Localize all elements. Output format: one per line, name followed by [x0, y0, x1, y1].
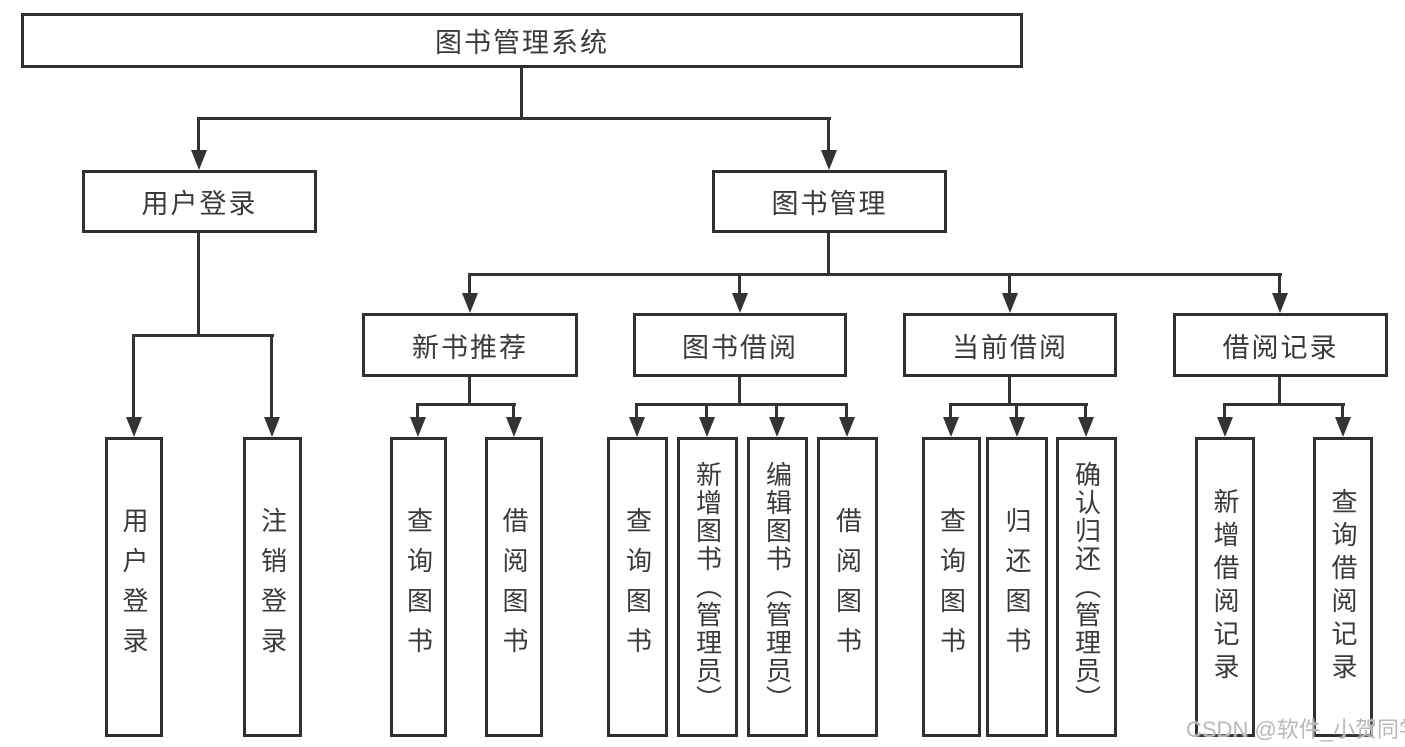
arrowhead-D2 [1335, 417, 1351, 437]
node-book-management: 图书管理 [712, 170, 947, 233]
leaf-return-books: 归还图书 [986, 437, 1048, 737]
node-label: 图书管理系统 [435, 28, 609, 58]
connector-groupB-trunk [738, 377, 741, 405]
connector-stem-D1 [1223, 403, 1226, 419]
leaf-query-borrow-record: 查询借阅记录 [1313, 437, 1373, 737]
connector-userlogin-trunk [197, 233, 200, 336]
arrowhead-B1 [629, 417, 645, 437]
connector-groupA-trunk [468, 377, 471, 405]
leaf-user-login: 用户登录 [105, 437, 163, 737]
arrowhead-C1 [943, 417, 959, 437]
arrowhead-new-book [462, 293, 478, 313]
connector-root-branch [197, 117, 831, 120]
node-label: 借阅记录 [1222, 332, 1339, 363]
leaf-borrow-books-recommend: 借阅图书 [485, 437, 543, 737]
leaf-label: 新增图书（管理员） [692, 461, 723, 713]
connector-bookmgmt-branch [468, 273, 1282, 276]
connector-stem-new-book [468, 273, 471, 297]
arrowhead-D1 [1217, 417, 1233, 437]
arrowhead-login-leaf [126, 417, 142, 437]
node-label: 新书推荐 [412, 332, 528, 363]
leaf-label: 确认归还（管理员） [1071, 461, 1102, 713]
connector-stem-B3 [775, 403, 778, 419]
arrowhead-C2 [1009, 417, 1025, 437]
connector-stem-book-borrow [738, 273, 741, 297]
connector-stem-borrow-records [1278, 273, 1281, 297]
connector-stem-B1 [635, 403, 638, 419]
leaf-borrow-books: 借阅图书 [817, 437, 878, 737]
node-borrowing-records: 借阅记录 [1173, 313, 1388, 377]
arrowhead-C3 [1078, 417, 1094, 437]
arrowhead-B4 [839, 417, 855, 437]
connector-stem-A2 [512, 403, 515, 419]
leaf-logout: 注销登录 [243, 437, 302, 737]
connector-groupB-branch [635, 403, 848, 406]
arrowhead-current-borrow [1002, 293, 1018, 313]
connector-stem-A1 [416, 403, 419, 419]
connector-bookmgmt-trunk [827, 233, 830, 276]
connector-groupC-trunk [1008, 377, 1011, 405]
connector-groupA-branch [416, 403, 516, 406]
connector-root-trunk [520, 67, 523, 120]
node-new-book-recommendation: 新书推荐 [362, 313, 578, 377]
connector-stem-C3 [1084, 403, 1087, 419]
node-current-borrowing: 当前借阅 [903, 313, 1117, 377]
leaf-add-books-admin: 新增图书（管理员） [677, 437, 738, 737]
node-label: 图书管理 [771, 189, 888, 219]
node-library-management-system: 图书管理系统 [21, 13, 1023, 68]
connector-stem-current-borrow [1008, 273, 1011, 297]
connector-stem-book-management [827, 117, 830, 155]
connector-groupD-branch [1223, 403, 1345, 406]
arrowhead-book-management [821, 150, 837, 170]
arrowhead-borrow-records [1272, 293, 1288, 313]
arrowhead-A2 [506, 417, 522, 437]
arrowhead-logout-leaf [264, 417, 280, 437]
csdn-watermark: CSDN @软件_小贺同学 [1186, 717, 1405, 742]
connector-stem-C2 [1015, 403, 1018, 419]
leaf-label: 注销登录 [257, 507, 288, 667]
node-book-borrowing: 图书借阅 [633, 313, 847, 377]
leaf-label: 编辑图书（管理员） [762, 461, 793, 713]
connector-stem-B4 [845, 403, 848, 419]
node-label: 当前借阅 [952, 332, 1068, 363]
leaf-label: 借阅图书 [832, 507, 863, 667]
leaf-edit-books-admin: 编辑图书（管理员） [747, 437, 808, 737]
arrowhead-book-borrow [732, 293, 748, 313]
node-label: 用户登录 [141, 189, 258, 219]
leaf-label: 查询图书 [403, 507, 434, 667]
leaf-label: 查询图书 [622, 507, 653, 667]
connector-groupD-trunk [1278, 377, 1281, 405]
leaf-confirm-return-admin: 确认归还（管理员） [1056, 437, 1117, 737]
leaf-label: 借阅图书 [499, 507, 529, 667]
leaf-query-books-recommend: 查询图书 [390, 437, 447, 737]
leaf-label: 查询借阅记录 [1328, 488, 1358, 686]
connector-stem-login-leaf [132, 334, 135, 420]
leaf-label: 查询图书 [936, 507, 967, 667]
connector-stem-logout-leaf [270, 334, 273, 420]
leaf-label: 用户登录 [119, 507, 149, 667]
connector-stem-B2 [705, 403, 708, 419]
connector-stem-C1 [949, 403, 952, 419]
node-user-login: 用户登录 [82, 170, 317, 233]
connector-stem-D2 [1341, 403, 1344, 419]
arrowhead-B3 [769, 417, 785, 437]
leaf-query-books-current: 查询图书 [922, 437, 981, 737]
leaf-label: 新增借阅记录 [1210, 488, 1240, 686]
leaf-label: 归还图书 [1002, 507, 1032, 667]
arrowhead-A1 [410, 417, 426, 437]
connector-groupC-branch [949, 403, 1088, 406]
connector-stem-user-login [197, 117, 200, 155]
node-label: 图书借阅 [682, 332, 798, 363]
arrowhead-B2 [699, 417, 715, 437]
connector-userlogin-branch [132, 334, 274, 337]
arrowhead-user-login [191, 150, 207, 170]
leaf-query-books-borrowing: 查询图书 [607, 437, 668, 737]
leaf-add-borrow-record: 新增借阅记录 [1195, 437, 1255, 737]
